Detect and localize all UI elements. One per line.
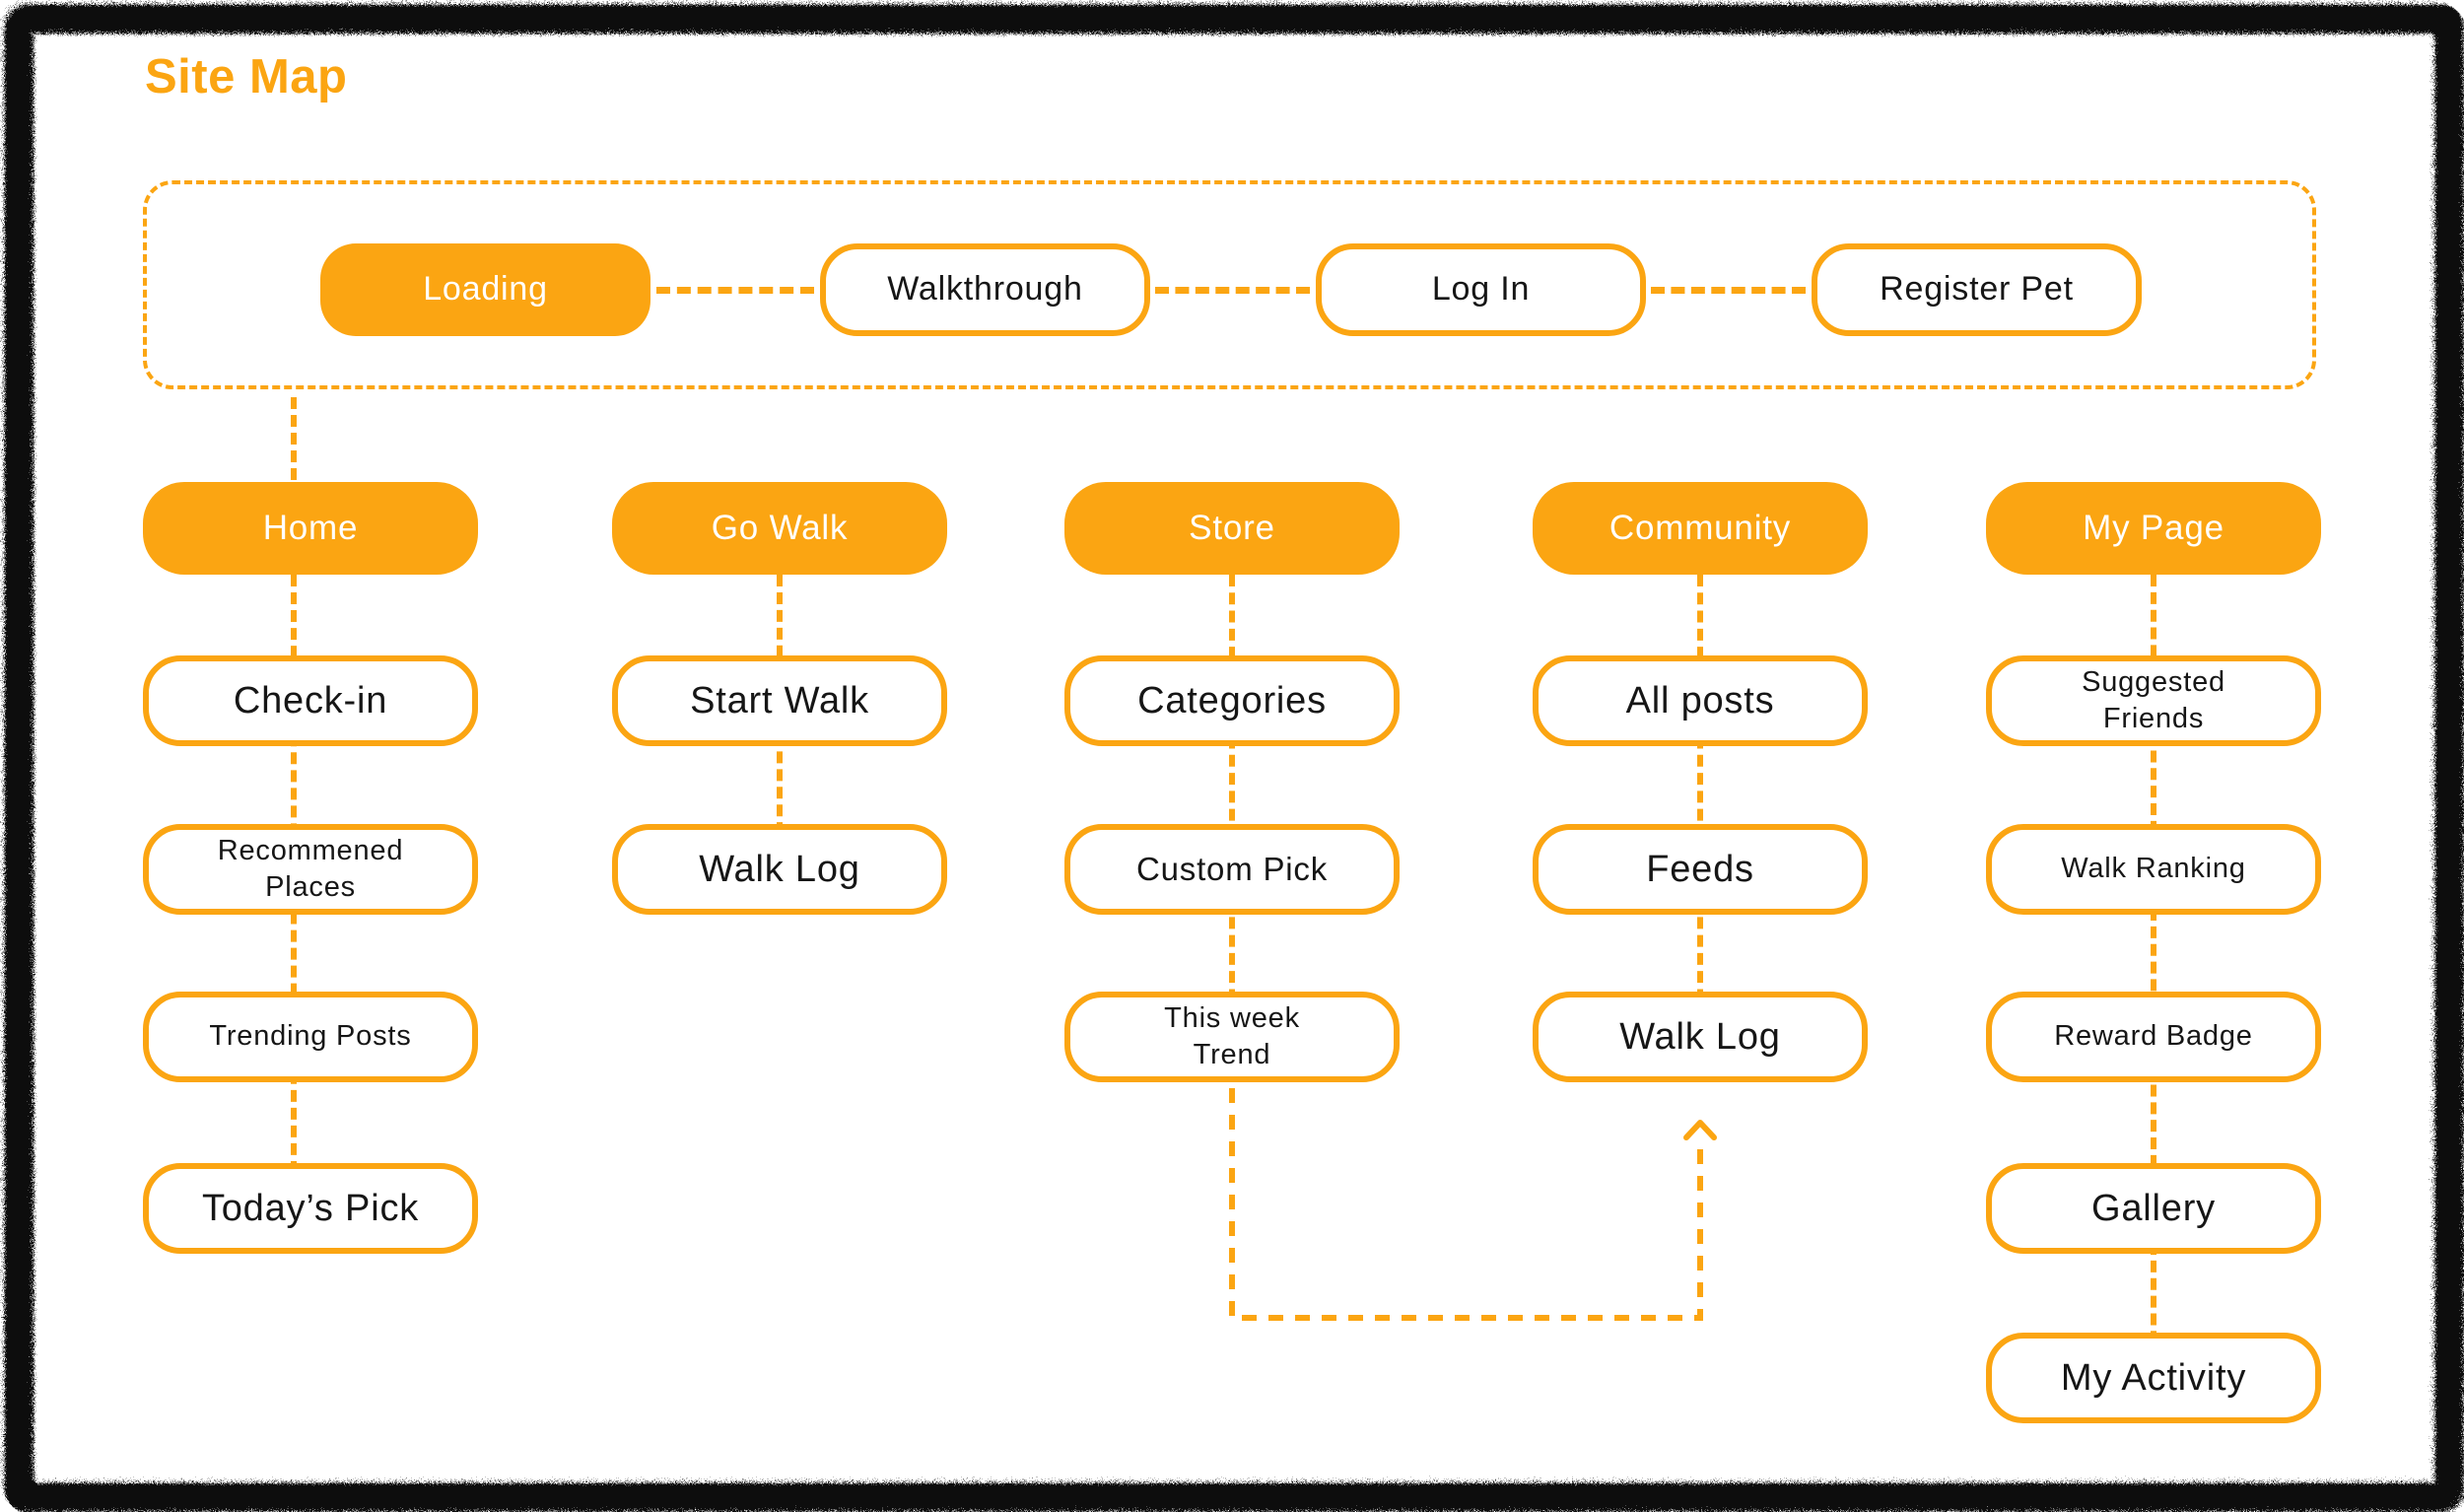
connector-login-register (1651, 287, 1806, 294)
node-log-in[interactable]: Log In (1316, 243, 1646, 336)
node-label: Check-in (233, 679, 388, 722)
connector-walkthrough-login (1155, 287, 1310, 294)
node-label: Gallery (2091, 1187, 2216, 1229)
node-register-pet[interactable]: Register Pet (1812, 243, 2142, 336)
node-label: Custom Pick (1135, 850, 1328, 887)
node-go-walk[interactable]: Go Walk (612, 482, 947, 575)
node-label: Walkthrough (887, 270, 1083, 309)
node-label: Feeds (1646, 848, 1754, 890)
node-label: Suggested Friends (2082, 665, 2225, 734)
node-label: Reward Badge (2054, 1020, 2253, 1053)
node-label: Today’s Pick (201, 1187, 420, 1229)
node-start-walk[interactable]: Start Walk (612, 655, 947, 746)
node-my-activity[interactable]: My Activity (1986, 1333, 2321, 1423)
onboarding-flow-group (143, 180, 2316, 389)
node-custom-pick[interactable]: Custom Pick (1064, 824, 1400, 915)
node-label: All posts (1625, 679, 1775, 722)
node-label: Loading (423, 270, 548, 309)
node-label: Community (1608, 508, 1792, 547)
node-walk-log-go-walk[interactable]: Walk Log (612, 824, 947, 915)
node-label: Log In (1431, 270, 1531, 309)
node-walkthrough[interactable]: Walkthrough (820, 243, 1150, 336)
connector-flow-to-home (291, 397, 297, 480)
node-home[interactable]: Home (143, 482, 478, 575)
node-store[interactable]: Store (1064, 482, 1400, 575)
node-suggested-friends[interactable]: Suggested Friends (1986, 655, 2321, 746)
node-label: Go Walk (711, 508, 849, 547)
node-label: This week Trend (1164, 1001, 1300, 1070)
node-this-week-trend[interactable]: This week Trend (1064, 992, 1400, 1082)
node-label: Walk Log (1619, 1015, 1781, 1058)
node-label: Register Pet (1880, 270, 2074, 309)
node-label: My Page (2083, 508, 2224, 547)
connector-elbow-path (1229, 1088, 1703, 1321)
node-all-posts[interactable]: All posts (1533, 655, 1868, 746)
node-community[interactable]: Community (1533, 482, 1868, 575)
node-label: Recommened Places (217, 834, 404, 903)
node-walk-log-community[interactable]: Walk Log (1533, 992, 1868, 1082)
node-label: Start Walk (690, 679, 869, 722)
node-label: My Activity (2060, 1356, 2247, 1399)
node-label: Walk Ranking (2061, 853, 2246, 885)
node-label: Store (1189, 508, 1275, 547)
node-label: Walk Log (699, 848, 860, 890)
node-gallery[interactable]: Gallery (1986, 1163, 2321, 1254)
arrow-up-icon (1683, 1120, 1717, 1140)
node-label: Categories (1137, 679, 1327, 722)
node-todays-pick[interactable]: Today’s Pick (143, 1163, 478, 1254)
node-label: Home (262, 508, 359, 547)
connector-loading-walkthrough (656, 287, 814, 294)
node-check-in[interactable]: Check-in (143, 655, 478, 746)
node-feeds[interactable]: Feeds (1533, 824, 1868, 915)
column-line-my-page (2151, 575, 2156, 1378)
column-line-community (1697, 575, 1703, 1037)
node-trending-posts[interactable]: Trending Posts (143, 992, 478, 1082)
node-label: Trending Posts (209, 1020, 412, 1053)
node-reward-badge[interactable]: Reward Badge (1986, 992, 2321, 1082)
node-walk-ranking[interactable]: Walk Ranking (1986, 824, 2321, 915)
node-categories[interactable]: Categories (1064, 655, 1400, 746)
node-recommened-places[interactable]: Recommened Places (143, 824, 478, 915)
page-title: Site Map (145, 50, 348, 103)
column-line-store (1229, 575, 1235, 1037)
node-my-page[interactable]: My Page (1986, 482, 2321, 575)
node-loading[interactable]: Loading (320, 243, 650, 336)
